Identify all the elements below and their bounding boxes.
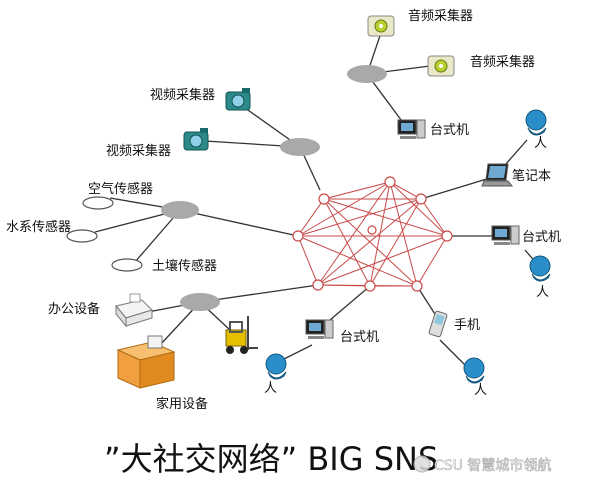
- label-phone: 手机: [454, 318, 480, 333]
- forklift-icon: [225, 316, 258, 354]
- water-sensor-icon: [66, 229, 98, 243]
- label-office: 办公设备: [48, 301, 100, 317]
- person-icon: [529, 255, 551, 282]
- sensor-hub: [161, 201, 199, 219]
- office-hub: [180, 293, 220, 311]
- audio-collector-icon: [427, 55, 455, 77]
- desktop-computer-icon: [305, 319, 334, 339]
- wechat-logo-icon: [413, 455, 431, 473]
- home-appliance-icon: [116, 335, 176, 389]
- labels: 音频采集器 音频采集器 视频采集器 视频采集器 台式机 人 笔记本 空气传感器 …: [6, 8, 561, 412]
- person-icon: [265, 353, 287, 380]
- printer-icon: [115, 293, 153, 328]
- label-air-sensor: 空气传感器: [88, 181, 153, 197]
- label-person-phone: 人: [474, 383, 487, 398]
- watermark-text: CSU 智慧城市领航: [434, 457, 551, 474]
- person-icon: [525, 109, 547, 136]
- label-desktop-bottom: 台式机: [340, 330, 379, 345]
- label-audio-2: 音频采集器: [470, 54, 535, 70]
- video-hub: [280, 138, 320, 156]
- label-person-right: 人: [536, 285, 549, 300]
- label-video-1: 视频采集器: [150, 87, 215, 103]
- diagram-title: ”大社交网络” BIG SNS: [104, 440, 438, 478]
- sensor-ovals: [66, 196, 143, 272]
- label-home: 家用设备: [156, 396, 208, 412]
- soil-sensor-icon: [111, 258, 143, 272]
- audio-hub: [347, 65, 387, 83]
- label-audio-1: 音频采集器: [408, 8, 473, 24]
- label-soil-sensor: 土壤传感器: [152, 258, 217, 274]
- phone-icon: [428, 310, 448, 338]
- audio-collector-icon: [367, 15, 395, 37]
- label-desktop-top: 台式机: [430, 123, 469, 138]
- label-laptop: 笔记本: [512, 168, 551, 184]
- label-video-2: 视频采集器: [106, 143, 171, 159]
- air-sensor-icon: [82, 196, 114, 210]
- hubs: [161, 65, 387, 311]
- video-collector-icon: [225, 88, 251, 111]
- label-person-bottom: 人: [264, 381, 277, 396]
- label-desktop-right: 台式机: [522, 230, 561, 245]
- watermark: CSU 智慧城市领航: [413, 455, 552, 474]
- label-person-top: 人: [534, 136, 547, 151]
- person-icon: [463, 357, 485, 384]
- mesh-nodes: [292, 176, 453, 292]
- desktop-computer-icon: [397, 119, 426, 139]
- person-icons: [265, 109, 551, 384]
- video-collector-icon: [183, 128, 209, 151]
- desktop-computer-icon: [491, 225, 520, 245]
- laptop-icon: [481, 163, 514, 187]
- label-water-sensor: 水系传感器: [6, 219, 71, 235]
- connector-lines: [94, 26, 539, 366]
